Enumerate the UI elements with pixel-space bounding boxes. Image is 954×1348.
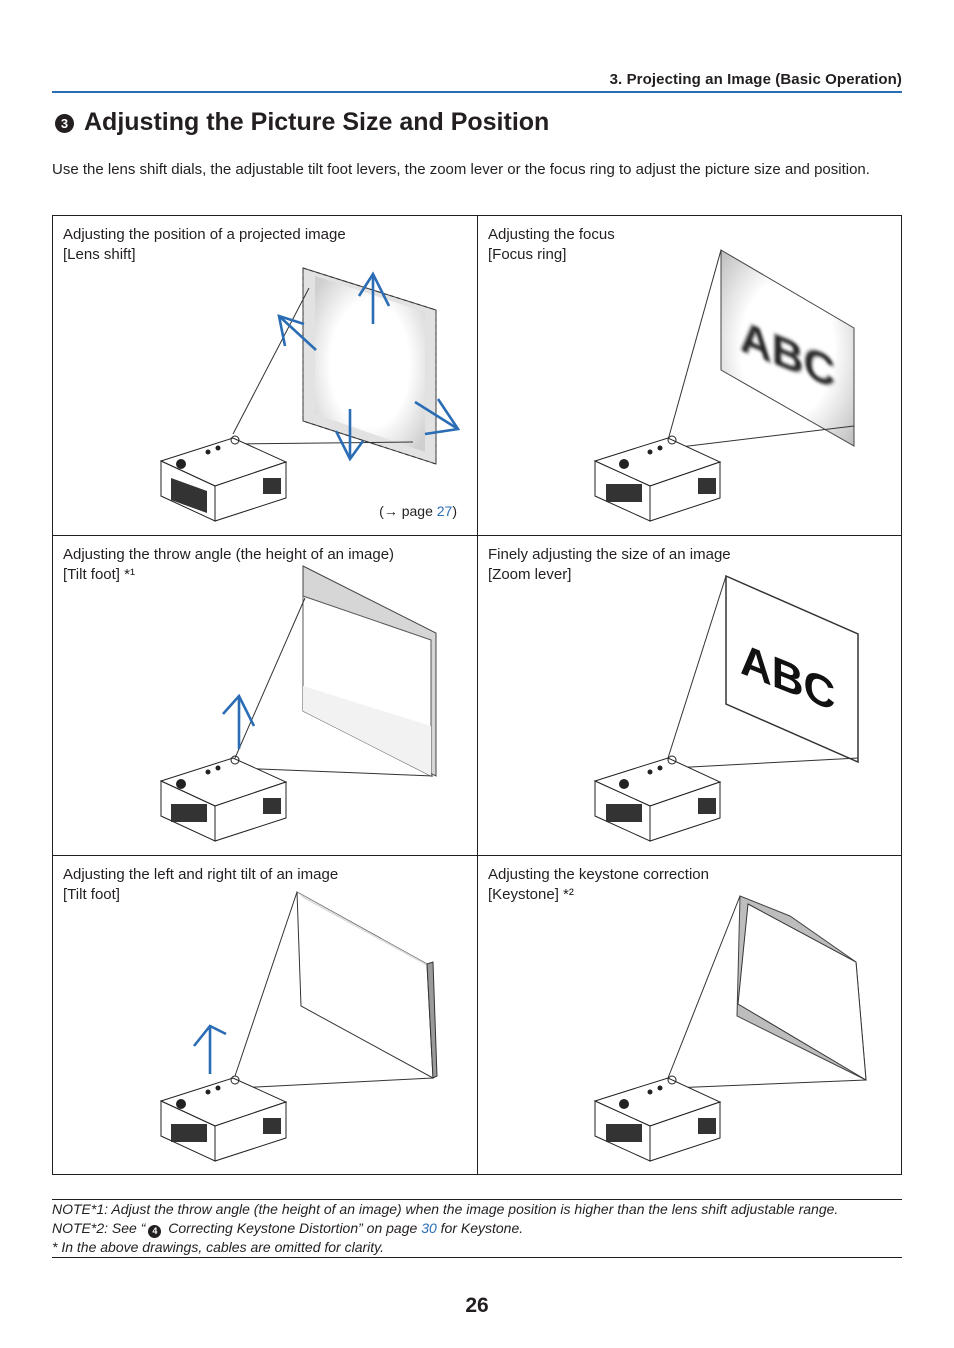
cell-lens-shift: Adjusting the position of a projected im… [53, 216, 477, 535]
cell-5-heading: Adjusting the left and right tilt of an … [63, 866, 339, 883]
notes-rule-top [52, 1199, 902, 1200]
notes-rule-bottom [52, 1257, 902, 1258]
focus-illustration: ABC [593, 249, 855, 522]
cell-3-heading: Adjusting the throw angle (the height of… [63, 546, 395, 563]
notes-block: NOTE*1: Adjust the throw angle (the heig… [52, 1200, 902, 1257]
projector-icon [593, 435, 722, 522]
cell-1-subheading: [Lens shift] [63, 246, 136, 263]
page-27-link[interactable]: 27 [436, 503, 453, 519]
cell-6-subheading: [Keystone] *² [488, 886, 574, 903]
adjustment-grid: Adjusting the position of a projected im… [52, 215, 902, 1175]
cell-keystone: Adjusting the keystone correction [Keyst… [478, 856, 901, 1174]
page-number: 26 [465, 1294, 489, 1317]
projector-icon [159, 435, 288, 522]
section-number-badge: 3 [55, 114, 74, 133]
left-right-tilt-illustration [159, 891, 438, 1162]
note-2: NOTE*2: See “4 Correcting Keystone Disto… [52, 1220, 524, 1238]
grid-divider-row-2 [53, 855, 901, 856]
page-reference: (→ page 27) [379, 503, 457, 519]
cell-1-heading: Adjusting the position of a projected im… [63, 226, 346, 243]
projector-icon [159, 1075, 288, 1162]
note-3: * In the above drawings, cables are omit… [52, 1239, 385, 1255]
cell-5-subheading: [Tilt foot] [63, 886, 120, 903]
note-1: NOTE*1: Adjust the throw angle (the heig… [52, 1201, 839, 1217]
cell-2-heading: Adjusting the focus [488, 226, 615, 243]
grid-divider-vertical [477, 216, 478, 1174]
projector-icon [593, 1075, 722, 1162]
up-arrow-icon [222, 693, 256, 749]
cell-focus-ring: ABC Adjusting the focus [Focus ring] [478, 216, 901, 535]
projector-icon [159, 755, 288, 842]
note-2-number-badge: 4 [148, 1225, 162, 1238]
cell-tilt-foot-leftright: Adjusting the left and right tilt of an … [53, 856, 477, 1174]
cell-zoom-lever: ABC Finely adjusting the size of an imag… [478, 536, 901, 855]
section-title: 3 Adjusting the Picture Size and Positio… [55, 108, 549, 137]
cell-3-subheading: [Tilt foot] *¹ [63, 566, 135, 583]
grid-divider-row-1 [53, 535, 901, 536]
cell-6-heading: Adjusting the keystone correction [488, 866, 709, 883]
section-title-text: Adjusting the Picture Size and Position [84, 108, 550, 136]
intro-paragraph: Use the lens shift dials, the adjustable… [52, 161, 870, 178]
move-arrows-icon [277, 271, 461, 462]
cell-4-heading: Finely adjusting the size of an image [488, 546, 731, 563]
cell-2-subheading: [Focus ring] [488, 246, 567, 263]
header-rule [52, 91, 902, 93]
keystone-illustration [593, 895, 867, 1162]
throw-angle-illustration [159, 565, 437, 842]
projector-icon [593, 755, 722, 842]
page-30-link[interactable]: 30 [421, 1220, 437, 1236]
up-arrow-icon [192, 1024, 227, 1074]
chapter-header: 3. Projecting an Image (Basic Operation) [609, 71, 902, 88]
cell-4-subheading: [Zoom lever] [488, 566, 572, 583]
lens-shift-illustration [159, 267, 461, 522]
zoom-illustration: ABC [593, 574, 859, 842]
cell-tilt-foot-throw: Adjusting the throw angle (the height of… [53, 536, 477, 855]
